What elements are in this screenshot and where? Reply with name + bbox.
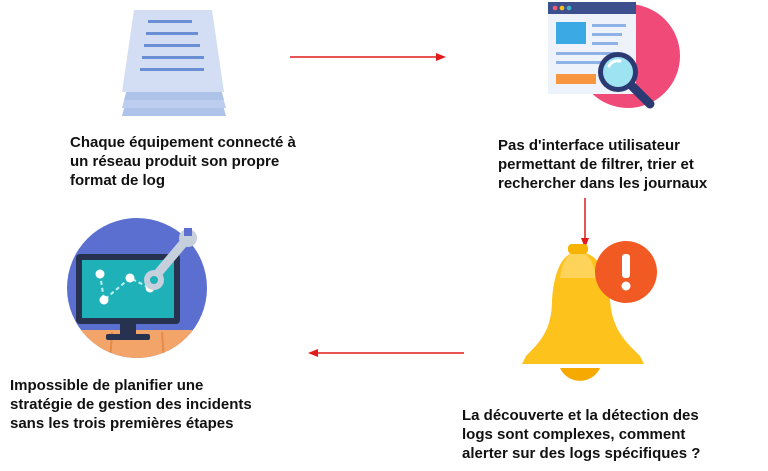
- arrow-left-icon: [308, 349, 464, 357]
- log-stack-icon: [122, 10, 226, 116]
- alert-bell-icon: [522, 241, 657, 381]
- monitor-wrench-icon: [67, 218, 207, 358]
- arrow-down-icon: [581, 198, 589, 248]
- step-1-text: Chaque équipement connecté à un réseau p…: [70, 134, 296, 189]
- step-3-text: La découverte et la détection des logs s…: [462, 407, 701, 462]
- arrow-right-icon: [290, 53, 446, 61]
- search-interface-icon: [548, 2, 680, 109]
- step-2-text: Pas d'interface utilisateur permettant d…: [498, 137, 708, 192]
- step-4-text: Impossible de planifier une stratégie de…: [10, 377, 252, 432]
